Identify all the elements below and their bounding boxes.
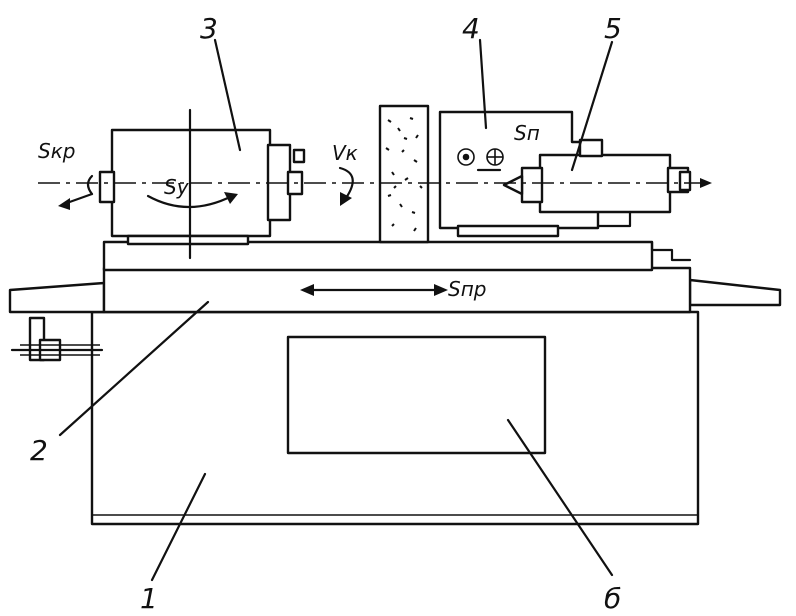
symbol-s-p: Sп [514,121,540,145]
v-k-arrow [338,166,354,206]
s-pr-arrow [300,284,448,296]
s-kr-arrow [58,174,94,210]
label-panel: б [604,582,621,615]
label-bed: 1 [140,582,158,615]
label-tailstock: 5 [604,12,622,45]
axis-arrow [700,178,712,188]
grinding-wheel [378,104,430,244]
headstock [98,108,306,260]
label-grinding-head: 4 [462,12,480,45]
table [8,240,782,314]
handwheel-left [10,316,104,362]
leader-lines [58,38,614,582]
s-y-arrow [146,192,238,209]
label-headstock: 3 [200,12,218,45]
control-panel [286,335,547,455]
symbol-s-pr: Sпр [448,277,486,301]
label-table: 2 [30,434,48,467]
symbol-v-k: Vк [332,141,358,165]
symbol-s-y: Sу [164,175,190,199]
symbol-s-kr: Sкр [38,139,75,163]
